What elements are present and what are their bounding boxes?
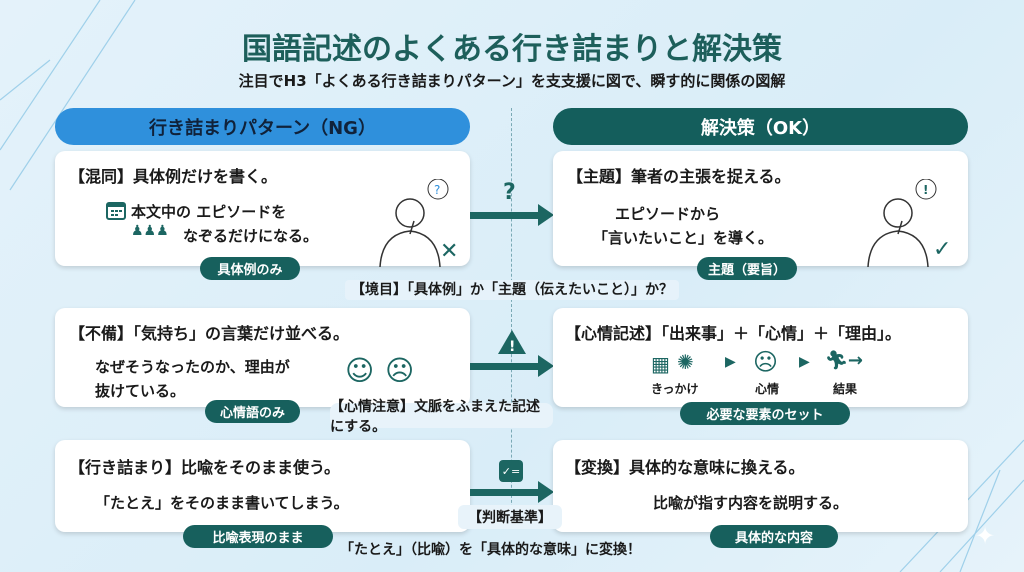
ng-header: 行き詰まりパターン（NG） — [55, 108, 470, 145]
smile-face-icon: ☺ — [345, 354, 375, 387]
page-title: 国語記述のよくある行き詰まりと解決策 — [242, 32, 782, 67]
ng-tag-2: 心情語のみ — [205, 400, 300, 423]
arrow-1 — [470, 204, 554, 226]
calendar-icon — [105, 199, 127, 221]
ng-card-1: 【混同】具体例だけを書く。 本文中の エピソードを ♟♟♟ なぞるだけになる。 … — [55, 151, 470, 267]
ng-card-2-heading: 【不備】「気持ち」の言葉だけ並べる。 — [69, 324, 350, 343]
ok-tag-2: 必要な要素のセット — [680, 402, 850, 425]
checklist-icon: ✓= — [499, 460, 523, 482]
note-1-wrap: 【境目】「具体例」か「主題（伝えたいこと）」か？ — [0, 279, 1024, 300]
sad-face-icon: ☹ — [385, 354, 415, 387]
calendar-icon: ▦ — [651, 352, 670, 376]
ok-card-2: 【心情記述】「出来事」＋「心情」＋「理由」。 ▦ ✺ ▶ ☹ ▶ 🏃︎→ きっか… — [553, 308, 968, 407]
question-mark-icon: ? — [503, 180, 516, 205]
step-emotion: 心情 — [755, 382, 780, 396]
ng-tag-3: 比喩表現のまま — [183, 525, 333, 548]
sparkle-icon: ✦ — [975, 522, 996, 550]
megaphone-icon: ✺ — [677, 350, 694, 374]
thinking-person-icon: ! — [858, 179, 938, 267]
people-icon: ♟♟♟ — [131, 223, 169, 239]
play-arrow-icon: ▶ — [799, 354, 810, 370]
criteria-label: 【判断基準】 — [458, 505, 562, 529]
ok-card-3-line1: 比喩が指す内容を説明する。 — [653, 494, 849, 512]
ng-card-1-line1: 本文中の エピソードを — [131, 203, 287, 221]
sad-face-icon: ☹ — [753, 348, 779, 376]
thinking-person-icon: ? — [370, 179, 450, 267]
ok-card-1-line1: エピソードから — [615, 205, 721, 223]
ng-card-1-line2: なぞるだけになる。 — [183, 227, 319, 245]
arrow-3 — [470, 481, 554, 503]
note-3: 「たとえ」（比喩）を「具体的な意味」に変換！ — [340, 542, 641, 558]
page-subtitle: 注目でH3「よくある行き詰まりパターン」を支支援に図で、瞬す的に関係の図解 — [238, 72, 786, 90]
ng-card-2: 【不備】「気持ち」の言葉だけ並べる。 なぜそうなったのか、理由が 抜けている。 … — [55, 308, 470, 407]
svg-text:!: ! — [509, 339, 515, 355]
exclamation-bubble: ! — [923, 183, 928, 197]
step-trigger: きっかけ — [651, 382, 699, 396]
ok-card-1-line2: 「言いたいこと」を導く。 — [593, 229, 774, 247]
ok-card-2-heading: 【心情記述】「出来事」＋「心情」＋「理由」。 — [565, 324, 902, 343]
ok-header: 解決策（OK） — [553, 108, 968, 145]
ng-tag-1: 具体例のみ — [200, 257, 300, 280]
play-arrow-icon: ▶ — [725, 354, 736, 370]
arrow-2 — [470, 355, 554, 377]
ok-tag-3: 具体的な内容 — [710, 525, 838, 548]
note-1: 【境目】「具体例」か「主題（伝えたいこと）」か？ — [345, 280, 679, 300]
ng-card-1-heading: 【混同】具体例だけを書く。 — [69, 167, 278, 186]
question-bubble: ? — [434, 183, 440, 197]
ok-card-1-heading: 【主題】筆者の主張を捉える。 — [567, 167, 791, 186]
ok-card-1: 【主題】筆者の主張を捉える。 エピソードから 「言いたいこと」を導く。 ! ✓ — [553, 151, 968, 267]
center-divider — [511, 108, 512, 528]
ng-card-2-line1: なぜそうなったのか、理由が — [95, 358, 290, 376]
ng-card-3-line1: 「たとえ」をそのまま書いてしまう。 — [95, 494, 349, 512]
ng-card-3: 【行き詰まり】比喩をそのまま使う。 「たとえ」をそのまま書いてしまう。 — [55, 440, 470, 532]
ng-card-2-line2: 抜けている。 — [95, 382, 186, 400]
ok-tag-1: 主題（要旨） — [697, 257, 797, 280]
note-2: 【心情注意】文脈をふまえた記述にする。 — [330, 399, 553, 435]
step-result: 結果 — [833, 382, 858, 396]
warning-icon: ! — [496, 328, 528, 356]
ok-card-3: 【変換】具体的な意味に換える。 比喩が指す内容を説明する。 — [553, 440, 968, 532]
ok-card-3-heading: 【変換】具体的な意味に換える。 — [565, 458, 805, 477]
running-person-icon: 🏃︎→ — [825, 350, 863, 371]
check-mark-icon: ✓ — [933, 237, 952, 262]
ng-card-3-heading: 【行き詰まり】比喩をそのまま使う。 — [69, 458, 341, 477]
x-mark-icon: ✕ — [440, 239, 459, 264]
